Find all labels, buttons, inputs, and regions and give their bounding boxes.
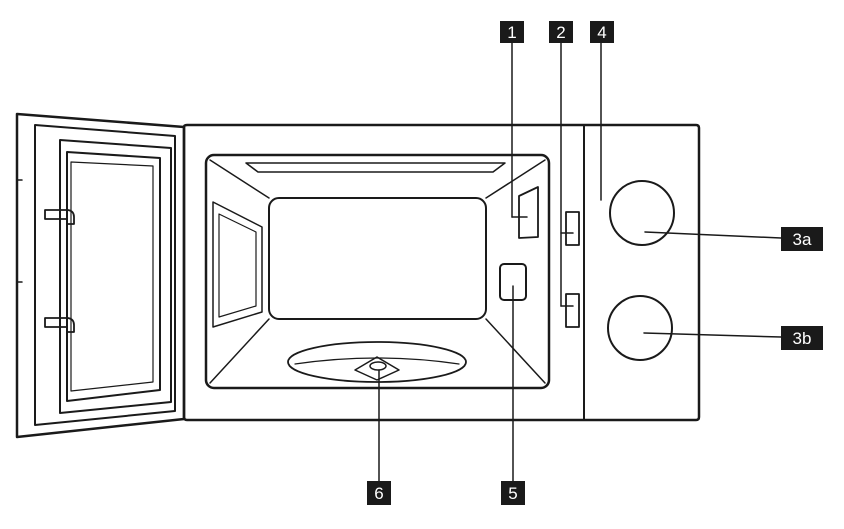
control-knob-bottom	[607, 295, 673, 361]
svg-text:2: 2	[556, 23, 565, 42]
door-catch-holes	[565, 211, 580, 328]
svg-text:6: 6	[374, 484, 383, 503]
door-hook-lower	[44, 317, 75, 333]
callout-3a: 3a	[781, 227, 823, 251]
callout-2: 2	[549, 21, 573, 43]
callout-3b: 3b	[781, 326, 823, 350]
svg-text:3b: 3b	[793, 329, 812, 348]
door	[15, 112, 186, 439]
door-hook-upper	[44, 209, 75, 225]
cavity-top-trim	[245, 162, 506, 173]
svg-text:5: 5	[508, 484, 517, 503]
microwave-body	[182, 123, 701, 422]
callout-1: 1	[500, 21, 524, 43]
side-panel	[212, 201, 263, 328]
callout-6: 6	[367, 481, 391, 505]
callout-4: 4	[590, 21, 614, 43]
svg-text:1: 1	[507, 23, 516, 42]
control-knob-top	[609, 180, 675, 246]
turntable	[287, 341, 467, 383]
svg-text:4: 4	[597, 23, 606, 42]
svg-text:3a: 3a	[793, 230, 812, 249]
callout-5: 5	[501, 481, 525, 505]
cooking-cavity	[204, 153, 551, 390]
leader-lines	[378, 42, 782, 482]
door-interlock-slot	[518, 186, 539, 239]
